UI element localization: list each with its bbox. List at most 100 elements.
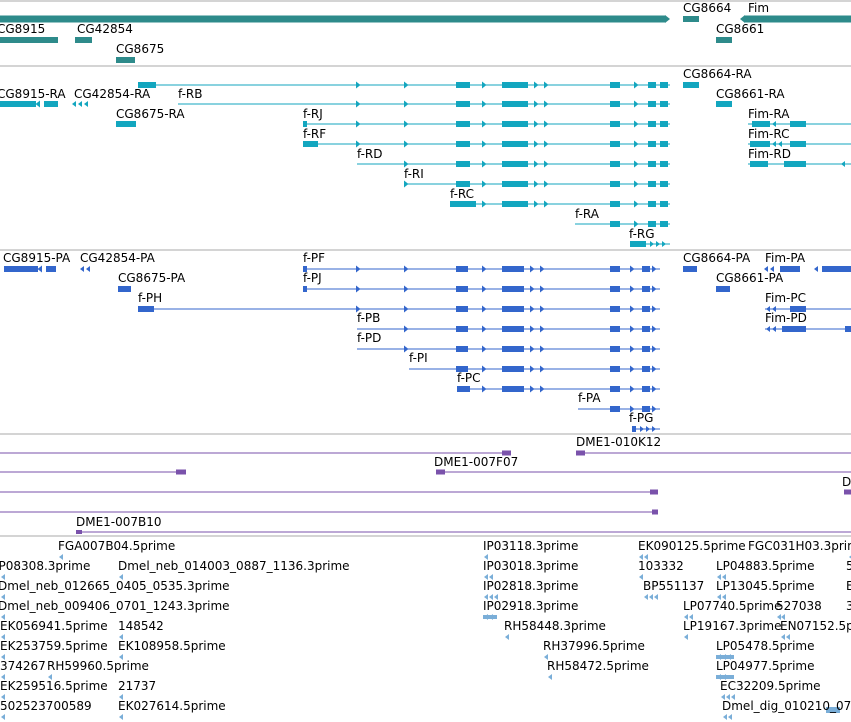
feature-label-f-pj[interactable]: f-PJ	[303, 271, 322, 285]
feature-label-lp04883-5prime[interactable]: LP04883.5prime	[716, 559, 815, 573]
feature-label-fgc031h03-3prime[interactable]: FGC031H03.3prime	[748, 539, 851, 553]
feature-label-cg8675-pa[interactable]: CG8675-PA	[118, 271, 186, 285]
feature-label-cg8915-pa[interactable]: CG8915-PA	[3, 251, 71, 265]
feature-label-lp13045-5prime[interactable]: LP13045.5prime	[716, 579, 815, 593]
feature-label-ek259516-5prime[interactable]: EK259516.5prime	[0, 679, 108, 693]
feature-label-f-pf[interactable]: f-PF	[303, 251, 325, 265]
feature-label-fim-pa[interactable]: Fim-PA	[765, 251, 806, 265]
feature-label-5[interactable]: 5	[846, 559, 851, 573]
strand-arrow	[80, 266, 84, 272]
feature-label-f-pb[interactable]: f-PB	[357, 311, 380, 325]
feature-label-148542[interactable]: 148542	[118, 619, 164, 633]
feature-label-f-ph[interactable]: f-PH	[138, 291, 162, 305]
feature-label-e[interactable]: E	[846, 579, 851, 593]
feature-label-502523700589[interactable]: 502523700589	[0, 699, 92, 713]
feature-label-dmel-dig-010210-07[interactable]: Dmel_dig_010210_07	[722, 699, 851, 713]
feature-label-cg8661[interactable]: CG8661	[716, 22, 764, 36]
feature-label-f-rc[interactable]: f-RC	[450, 187, 474, 201]
feature-label-f-rj[interactable]: f-RJ	[303, 107, 323, 121]
feature-label-ip08308-3prime[interactable]: IP08308.3prime	[0, 559, 90, 573]
feature-label-f-ri[interactable]: f-RI	[404, 167, 424, 181]
feature-label-ek027614-5prime[interactable]: EK027614.5prime	[118, 699, 226, 713]
strand-arrow	[634, 160, 639, 168]
feature-label-fim-pd[interactable]: Fim-PD	[765, 311, 807, 325]
feature-label-fim-rc[interactable]: Fim-RC	[748, 127, 790, 141]
feature-label-3[interactable]: 3	[846, 599, 851, 613]
feature-label-f-ra[interactable]: f-RA	[575, 207, 600, 221]
feature-label-lp19167-3prime[interactable]: LP19167.3prime	[683, 619, 782, 633]
strand-arrow	[689, 614, 693, 620]
track-transcripts: CG8664-RA CG8915-RA CG42854-RA f-RB CG8661-R…	[0, 67, 851, 247]
feature-label-f-rd[interactable]: f-RD	[357, 147, 382, 161]
feature-label-ek108958-5prime[interactable]: EK108958.5prime	[118, 639, 226, 653]
exon-block	[303, 141, 318, 147]
feature-label-ek090125-5prime[interactable]: EK090125.5prime	[638, 539, 746, 553]
strand-arrow	[534, 180, 539, 188]
strand-arrow	[540, 345, 545, 353]
feature-label-fga007b04-5prime[interactable]: FGA007B04.5prime	[58, 539, 175, 553]
feature-label-527038[interactable]: 527038	[776, 599, 822, 613]
feature-label-103332[interactable]: 103332	[638, 559, 684, 573]
feature-label-rh58448-3prime[interactable]: RH58448.3prime	[504, 619, 606, 633]
feature-label-dme1-007b10[interactable]: DME1-007B10	[76, 515, 162, 529]
feature-label-f-pg[interactable]: f-PG	[629, 411, 653, 425]
feature-label-dmel-neb-009406-0701-1243-3prime[interactable]: Dmel_neb_009406_0701_1243.3prime	[0, 599, 230, 613]
feature-label-rh59960-5prime[interactable]: RH59960.5prime	[47, 659, 149, 673]
feature-label-f-pc[interactable]: f-PC	[457, 371, 481, 385]
feature-label-bp551137[interactable]: BP551137	[643, 579, 704, 593]
feature-label-ip02818-3prime[interactable]: IP02818.3prime	[483, 579, 578, 593]
feature-label-cg8675-ra[interactable]: CG8675-RA	[116, 107, 185, 121]
feature-label-lp05478-5prime[interactable]: LP05478.5prime	[716, 639, 815, 653]
feature-label-cg8661-pa[interactable]: CG8661-PA	[716, 271, 784, 285]
feature-label-en07152-5prime[interactable]: EN07152.5prime	[780, 619, 851, 633]
strand-arrow	[544, 654, 548, 660]
strand-arrow	[770, 266, 774, 272]
feature-label-ip03018-3prime[interactable]: IP03018.3prime	[483, 559, 578, 573]
strand-arrow	[356, 285, 361, 293]
strand-arrow	[482, 180, 487, 188]
feature-label-ip03118-3prime[interactable]: IP03118.3prime	[483, 539, 578, 553]
feature-label-lp04977-5prime[interactable]: LP04977.5prime	[716, 659, 815, 673]
feature-label-cg42854-ra[interactable]: CG42854-RA	[74, 87, 151, 101]
feature-label-f-rf[interactable]: f-RF	[303, 127, 326, 141]
strand-arrow	[404, 140, 409, 148]
feature-label-f-pd[interactable]: f-PD	[357, 331, 381, 345]
strand-arrow	[630, 365, 635, 373]
feature-label-cg8661-ra[interactable]: CG8661-RA	[716, 87, 785, 101]
feature-label-ip02918-3prime[interactable]: IP02918.3prime	[483, 599, 578, 613]
feature-label-rh37996-5prime[interactable]: RH37996.5prime	[543, 639, 645, 653]
feature-label-dmel-neb-012665-0405-0535-3prime[interactable]: Dmel_neb_012665_0405_0535.3prime	[0, 579, 230, 593]
feature-label-fim[interactable]: Fim	[748, 1, 769, 15]
feature-label-dmel-neb-014003-0887-1136-3prime[interactable]: Dmel_neb_014003_0887_1136.3prime	[118, 559, 350, 573]
strand-arrow	[662, 241, 666, 247]
exon-block	[642, 286, 650, 292]
feature-label-fim-pc[interactable]: Fim-PC	[765, 291, 806, 305]
feature-label-f-pi[interactable]: f-PI	[409, 351, 428, 365]
feature-label-cg8915-ra[interactable]: CG8915-RA	[0, 87, 66, 101]
exon-block	[648, 141, 656, 147]
exon-block	[630, 241, 646, 247]
feature-label-rh58472-5prime[interactable]: RH58472.5prime	[547, 659, 649, 673]
feature-label-cg8915[interactable]: CG8915	[0, 22, 45, 36]
feature-label-f-rb[interactable]: f-RB	[178, 87, 202, 101]
feature-label-dme1-010k12[interactable]: DME1-010K12	[576, 435, 661, 449]
feature-label-ec32209-5prime[interactable]: EC32209.5prime	[720, 679, 821, 693]
feature-label-cg8664[interactable]: CG8664	[683, 1, 731, 15]
feature-label-cg8664-pa[interactable]: CG8664-PA	[683, 251, 751, 265]
feature-label-f-rg[interactable]: f-RG	[629, 227, 655, 241]
feature-label-ek056941-5prime[interactable]: EK056941.5prime	[0, 619, 108, 633]
feature-label-374267[interactable]: 374267	[0, 659, 46, 673]
feature-label-f-pa[interactable]: f-PA	[578, 391, 601, 405]
feature-label-cg42854[interactable]: CG42854	[77, 22, 133, 36]
exon-block	[650, 489, 658, 495]
feature-label-d[interactable]: D	[842, 475, 851, 489]
feature-label-ek253759-5prime[interactable]: EK253759.5prime	[0, 639, 108, 653]
feature-label-cg42854-pa[interactable]: CG42854-PA	[80, 251, 156, 265]
feature-label-dme1-007f07[interactable]: DME1-007F07	[434, 455, 518, 469]
feature-label-cg8675[interactable]: CG8675	[116, 42, 164, 56]
feature-label-fim-ra[interactable]: Fim-RA	[748, 107, 790, 121]
feature-label-21737[interactable]: 21737	[118, 679, 156, 693]
feature-label-fim-rd[interactable]: Fim-RD	[748, 147, 791, 161]
feature-label-cg8664-ra[interactable]: CG8664-RA	[683, 67, 752, 81]
feature-label-lp07740-5prime[interactable]: LP07740.5prime	[683, 599, 782, 613]
